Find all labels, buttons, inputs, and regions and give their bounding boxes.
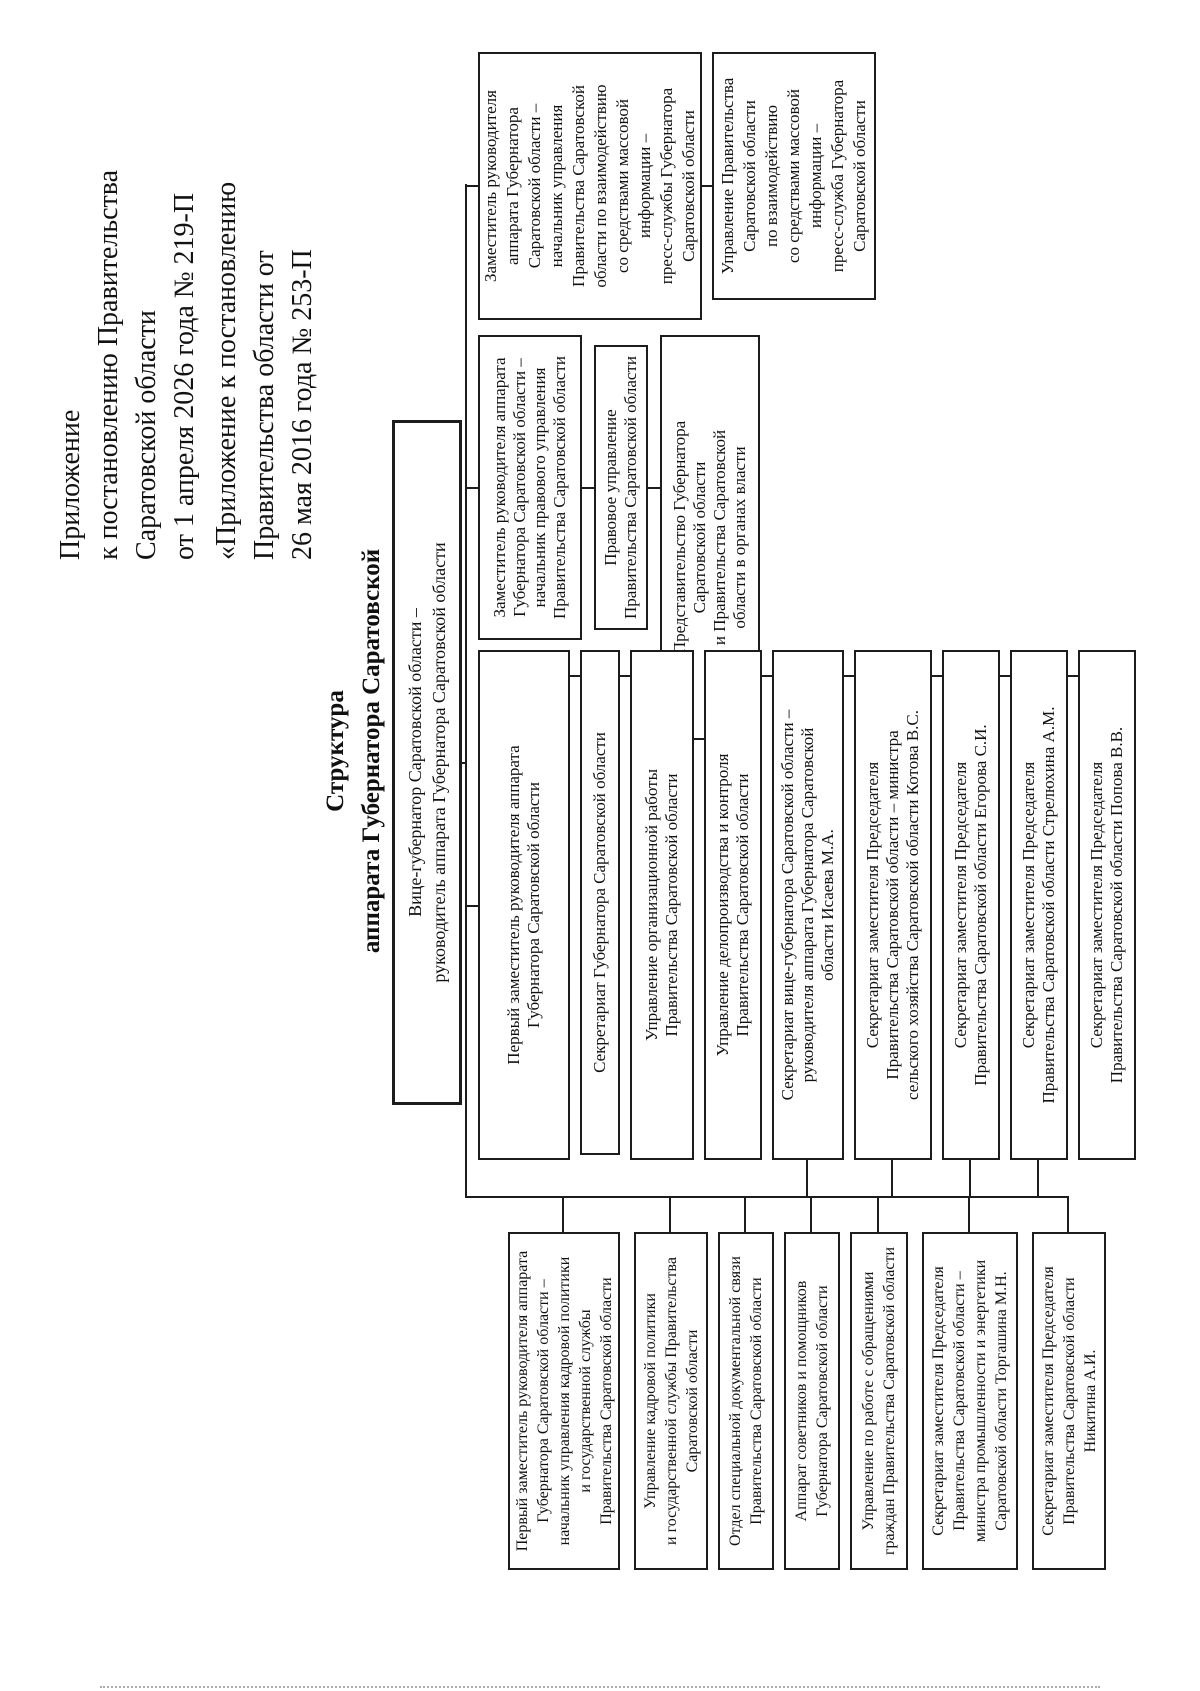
connector-stub-advisors (810, 1198, 812, 1232)
connector-legal-1 (582, 487, 594, 489)
connector-stub-nikitin (1067, 1198, 1069, 1232)
connector-left-spine (465, 1196, 1069, 1198)
org-box-records-office-label: Управление делопроизводства и контроля П… (713, 753, 752, 1057)
connector-main-bus (465, 184, 467, 1198)
org-box-legal-office: Правовое управление Правительства Сарато… (594, 345, 648, 630)
org-box-nikitin-secretariat-label: Секретариат заместителя Председателя Пра… (1039, 1266, 1099, 1536)
org-box-strelyukhin-secretariat: Секретариат заместителя Председателя Пра… (1010, 650, 1068, 1160)
org-box-vice-governor-secretariat-label: Секретариат вице-губернатора Саратовской… (778, 709, 837, 1101)
connector-chain-1 (570, 675, 580, 677)
org-box-kotov-secretariat: Секретариат заместителя Председателя Пра… (854, 650, 932, 1160)
connector-chain-8 (1068, 675, 1078, 677)
org-box-citizens-appeals-office-label: Управление по работе с обращениями гражд… (860, 1246, 898, 1556)
connector-chain-4 (762, 675, 772, 677)
connector-legal-2 (648, 487, 660, 489)
connector-stub-torgashin (968, 1198, 970, 1232)
org-box-first-deputy-head: Первый заместитель руководителя аппарата… (478, 650, 570, 1160)
connector-stub-vice-secretariat (806, 1160, 808, 1196)
connector-stub-hr-first-deputy (562, 1198, 564, 1232)
scan-edge-artifact (100, 1686, 1100, 1688)
org-box-vice-governor-secretariat: Секретариат вице-губернатора Саратовской… (772, 650, 844, 1160)
org-box-special-comms-dept-label: Отдел специальной документальной связи П… (727, 1256, 765, 1546)
appendix-note-2016: «Приложение к постановлению Правительств… (211, 181, 318, 560)
connector-drop-legal (467, 487, 478, 489)
org-box-hr-first-deputy: Первый заместитель руководителя аппарата… (508, 1232, 620, 1570)
org-box-egorov-secretariat: Секретариат заместителя Председателя Пра… (942, 650, 1000, 1160)
org-box-press-office-label: Управление Правительства Саратовской обл… (718, 77, 869, 275)
org-box-hr-office: Управление кадровой политики и государст… (634, 1232, 708, 1570)
org-box-legal-deputy-label: Заместитель руководителя аппарата Губерн… (490, 356, 569, 619)
org-box-egorov-secretariat-label: Секретариат заместителя Председателя Пра… (951, 724, 990, 1086)
org-box-org-work-office-label: Управление организационной работы Правит… (642, 768, 681, 1042)
org-box-strelyukhin-secretariat-label: Секретариат заместителя Председателя Пра… (1019, 706, 1058, 1104)
org-box-hr-office-label: Управление кадровой политики и государст… (641, 1257, 701, 1545)
connector-stub-kotov (891, 1160, 893, 1196)
org-box-popov-secretariat-label: Секретариат заместителя Председателя Пра… (1087, 726, 1126, 1084)
connector-stub-strelyukhin (1037, 1160, 1039, 1196)
org-box-nikitin-secretariat: Секретариат заместителя Председателя Пра… (1032, 1232, 1106, 1570)
connector-chain-2 (620, 675, 630, 677)
org-box-advisors-office-label: Аппарат советников и помощников Губернат… (793, 1280, 831, 1522)
org-box-vice-governor-label: Вице-губернатор Саратовской области – ру… (405, 542, 449, 983)
org-box-vice-governor: Вице-губернатор Саратовской области – ру… (392, 420, 462, 1105)
org-box-citizens-appeals-office: Управление по работе с обращениями гражд… (850, 1232, 908, 1570)
connector-chain-5 (844, 675, 854, 677)
org-box-advisors-office: Аппарат советников и помощников Губернат… (784, 1232, 840, 1570)
appendix-note-2026: Приложение к постановлению Правительства… (55, 169, 200, 560)
org-box-governor-secretariat-label: Секретариат Губернатора Саратовской обла… (590, 732, 609, 1073)
org-box-governor-secretariat: Секретариат Губернатора Саратовской обла… (580, 650, 620, 1155)
connector-stub-special-comms (744, 1198, 746, 1232)
org-box-press-deputy-label: Заместитель руководителя аппарата Губерн… (481, 84, 698, 288)
connector-drop-middle (467, 905, 478, 907)
connector-chain-7 (1000, 675, 1010, 677)
org-box-records-office: Управление делопроизводства и контроля П… (704, 650, 762, 1160)
org-box-press-deputy: Заместитель руководителя аппарата Губерн… (478, 52, 702, 320)
connector-chain-6 (932, 675, 942, 677)
org-box-org-work-office: Управление организационной работы Правит… (630, 650, 694, 1160)
org-box-first-deputy-head-label: Первый заместитель руководителя аппарата… (504, 745, 543, 1065)
org-box-torgashin-secretariat-label: Секретариат заместителя Председателя Пра… (930, 1259, 1010, 1543)
org-box-press-office: Управление Правительства Саратовской обл… (712, 52, 876, 300)
connector-stub-hr-office (669, 1198, 671, 1232)
org-box-torgashin-secretariat: Секретариат заместителя Председателя Пра… (922, 1232, 1018, 1570)
connector-drop-press (467, 185, 478, 187)
connector-stub-egorov (969, 1160, 971, 1196)
org-box-kotov-secretariat-label: Секретариат заместителя Председателя Пра… (863, 709, 922, 1101)
org-box-hr-first-deputy-label: Первый заместитель руководителя аппарата… (513, 1250, 615, 1552)
org-box-legal-deputy: Заместитель руководителя аппарата Губерн… (478, 335, 582, 640)
org-box-legal-office-label: Правовое управление Правительства Сарато… (601, 356, 640, 619)
org-box-special-comms-dept: Отдел специальной документальной связи П… (718, 1232, 774, 1570)
org-box-popov-secretariat: Секретариат заместителя Председателя Пра… (1078, 650, 1136, 1160)
connector-press-1 (702, 185, 712, 187)
connector-stub-appeals (877, 1198, 879, 1232)
